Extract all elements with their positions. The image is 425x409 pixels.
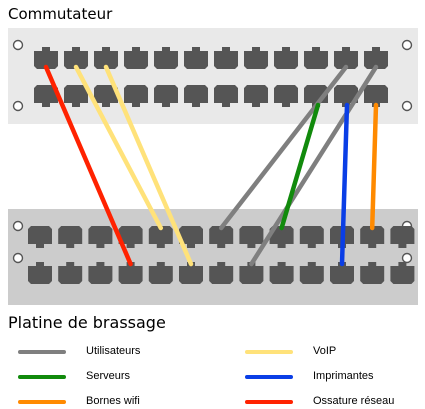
- patch-panel-port: [360, 262, 385, 284]
- switch-port: [304, 47, 328, 69]
- switch-port: [94, 47, 118, 69]
- patch-panel-port: [390, 226, 415, 248]
- patch-panel-port: [148, 262, 173, 284]
- switch-port: [34, 85, 58, 107]
- mount-hole-icon: [12, 39, 24, 51]
- legend-label: Utilisateurs: [86, 345, 141, 357]
- patch-panel-port: [269, 262, 294, 284]
- switch-port: [364, 85, 388, 107]
- patch-panel-port: [58, 226, 83, 248]
- mount-hole-icon: [401, 39, 413, 51]
- switch-port: [214, 47, 238, 69]
- patch-panel: [8, 209, 418, 305]
- patch-panel-port: [28, 262, 52, 284]
- patch-panel-port: [179, 226, 203, 248]
- patch-panel-port: [118, 262, 143, 284]
- yellow-patch-cable: [73, 64, 164, 231]
- patch-panel-title: Platine de brassage: [8, 313, 166, 332]
- switch-port: [124, 47, 148, 69]
- patch-panel-port: [28, 226, 52, 248]
- mount-hole-icon: [401, 252, 413, 264]
- green-patch-cable: [279, 102, 321, 231]
- patch-cables: [43, 64, 379, 267]
- switch-port: [154, 85, 178, 107]
- patch-panel-port: [88, 226, 113, 248]
- mount-hole-icon: [12, 220, 24, 232]
- patch-panel-port: [239, 262, 264, 284]
- switch-title: Commutateur: [8, 5, 113, 23]
- legend-label: Ossature réseau: [313, 395, 395, 407]
- legend-swatch: [18, 350, 66, 354]
- patch-panel-port: [58, 262, 83, 284]
- legend-label: VoIP: [313, 345, 337, 357]
- switch-port: [334, 47, 358, 69]
- yellow-patch-cable: [103, 64, 194, 267]
- switch-port: [244, 85, 268, 107]
- patch-panel-port: [118, 226, 143, 248]
- legend-label: Bornes wifi: [86, 395, 140, 407]
- switch-port: [364, 47, 388, 69]
- legend-swatch: [18, 375, 66, 379]
- orange-patch-cable: [369, 102, 379, 231]
- switch-port: [34, 47, 58, 69]
- switch-port: [184, 47, 208, 69]
- patch-panel-port: [390, 262, 415, 284]
- switch-port: [64, 47, 88, 69]
- switch-port: [64, 85, 88, 107]
- switch-port: [94, 85, 118, 107]
- patch-panel-port: [179, 262, 203, 284]
- switch-port: [214, 85, 238, 107]
- patch-panel-port: [239, 226, 264, 248]
- legend-swatch: [18, 400, 66, 404]
- legend-swatch: [245, 400, 293, 404]
- mount-hole-icon: [401, 100, 413, 112]
- patch-panel-port: [299, 226, 324, 248]
- switch-port: [274, 47, 298, 69]
- gray-patch-cable: [218, 64, 349, 231]
- patch-panel-port: [148, 226, 173, 248]
- patch-panel-port: [88, 262, 113, 284]
- switch-chassis: [8, 28, 418, 124]
- patch-panel-port: [209, 226, 234, 248]
- mount-hole-icon: [12, 100, 24, 112]
- red-patch-cable: [43, 64, 133, 267]
- blue-patch-cable: [339, 102, 350, 267]
- mount-hole-icon: [12, 252, 24, 264]
- gray-patch-cable: [249, 64, 379, 267]
- switch-port: [154, 47, 178, 69]
- legend-label: Serveurs: [86, 370, 131, 382]
- patch-panel-port: [269, 226, 294, 248]
- legend-label: Imprimantes: [313, 370, 374, 382]
- patch-panel-port: [299, 262, 324, 284]
- switch-port: [124, 85, 148, 107]
- patch-panel-port: [330, 262, 354, 284]
- legend-swatch: [245, 375, 293, 379]
- patch-panel-port: [360, 226, 385, 248]
- switch-port: [274, 85, 298, 107]
- switch-port: [244, 47, 268, 69]
- patch-panel-chassis: [8, 209, 418, 305]
- patch-panel-port: [209, 262, 234, 284]
- legend-swatch: [245, 350, 293, 354]
- switch-panel: [8, 28, 418, 124]
- switch-port: [184, 85, 208, 107]
